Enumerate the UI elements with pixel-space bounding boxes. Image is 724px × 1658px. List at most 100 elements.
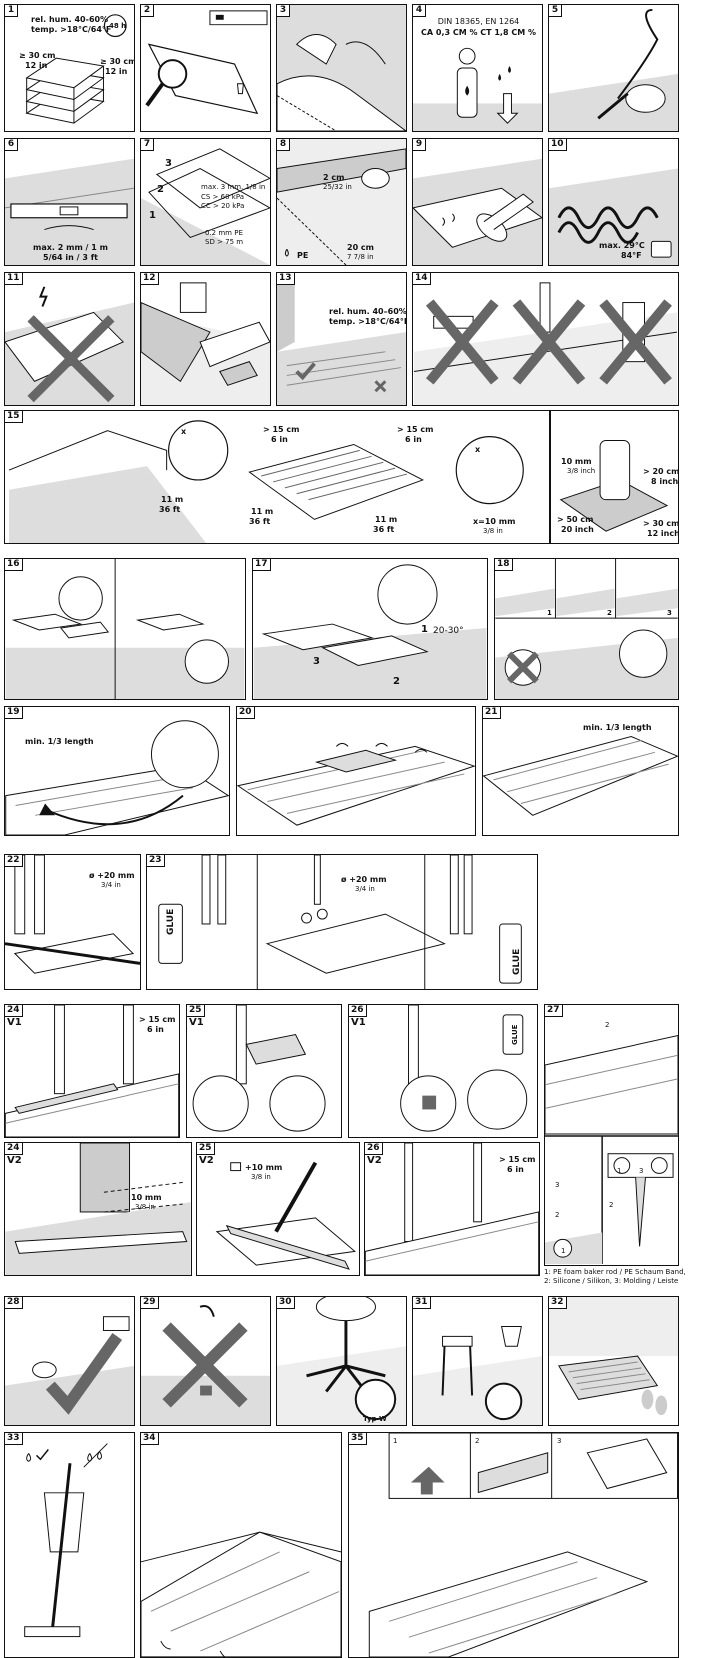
- min-length-label: min. 1/3 length: [25, 737, 94, 746]
- panel-34: 34: [140, 1432, 342, 1658]
- sd-value: SD > 75 m: [205, 238, 243, 247]
- step-number: 26: [364, 1142, 383, 1155]
- pe-foil-tape-illustration: [277, 139, 406, 265]
- trash-icon: [237, 84, 243, 94]
- panel-9: 9: [412, 138, 543, 266]
- humidity-label: rel. hum. 40-60%: [31, 15, 108, 24]
- panel-8: 8 2 cm 25/32 in 20 cm 7 7/8 in PE: [276, 138, 407, 266]
- cutting-plank-illustration: [141, 273, 270, 405]
- doormat-illustration: [549, 1297, 678, 1425]
- stove-gap-30cm: > 30 cm: [643, 519, 679, 528]
- gap-top-2-in: 6 in: [405, 435, 422, 444]
- panel-1: 1 rel. hum. 40-60% temp. >18°C/64°F 48 h…: [4, 4, 135, 132]
- panel-18: 18 1 2 3: [494, 558, 679, 700]
- step-number: 21: [482, 706, 501, 719]
- silicone-joint-illustration: [545, 1005, 678, 1265]
- panel-27: 27 2 3 2 2 1 1 3: [544, 1004, 679, 1266]
- hole-diameter-in: 3/4 in: [101, 881, 121, 890]
- tape-in: 7 7/8 in: [347, 253, 374, 262]
- panel-29: 29: [140, 1296, 271, 1426]
- panel-26-v2: 26 V2 > 15 cm 6 in: [364, 1142, 540, 1276]
- last-plank-illustration: [5, 707, 229, 835]
- step-number: 32: [548, 1296, 567, 1309]
- step-number: 11: [4, 272, 23, 285]
- step-number: 5: [548, 4, 562, 17]
- step-number: 18: [494, 558, 513, 571]
- overlap-cm: 2 cm: [323, 173, 344, 182]
- stove-gap-20cm: > 20 cm: [643, 467, 679, 476]
- flatness-metric: max. 2 mm / 1 m: [5, 243, 135, 252]
- electric-heating-forbidden-illustration: [5, 273, 134, 405]
- step-number: 30: [276, 1296, 295, 1309]
- stove-gap-10mm-in: 3/8 inch: [567, 467, 595, 476]
- sub-1: 1: [547, 609, 552, 618]
- sub-3: 3: [667, 609, 672, 618]
- stove-gap-50cm-in: 20 inch: [561, 525, 594, 534]
- remove-planks-illustration: [141, 1433, 341, 1657]
- moisture-label: CA 0,3 CM % CT 1,8 CM %: [413, 28, 543, 37]
- panel-4: 4 DIN 18365, EN 1264 CA 0,3 CM % CT 1,8 …: [412, 4, 543, 132]
- first-row-illustration: [5, 559, 245, 699]
- stove-gap-50cm: > 50 cm: [557, 515, 593, 524]
- rows-continue-illustration: [237, 707, 475, 835]
- panel-6: 6 max. 2 mm / 1 m 5/64 in / 3 ft: [4, 138, 135, 266]
- variant-label: V1: [351, 1017, 366, 1028]
- length-ft: 36 ft: [373, 525, 394, 534]
- gap-top-1-in: 6 in: [271, 435, 288, 444]
- temperature-label: temp. >18°C/64°F: [31, 25, 111, 34]
- hole-diameter-in: 3/4 in: [355, 885, 375, 894]
- step-number: 27: [544, 1004, 563, 1017]
- step-number: 22: [4, 854, 23, 867]
- step-number: 31: [412, 1296, 431, 1309]
- step-1-label: 1: [421, 625, 428, 634]
- step-number: 17: [252, 558, 271, 571]
- panel-26-v1: 26 V1 GLUE: [348, 1004, 538, 1138]
- step-number: 12: [140, 272, 159, 285]
- clearance-right-in: 12 in: [105, 67, 127, 76]
- room-length-ft: 36 ft: [159, 505, 180, 514]
- trace-threshold-illustration: [5, 1143, 191, 1275]
- step-3-label: 3: [313, 657, 320, 666]
- layer-2: 2: [157, 185, 164, 194]
- temperature-label: temp. >18°C/64°F: [329, 317, 407, 326]
- step-number: 14: [412, 272, 431, 285]
- underlay-thickness: max. 3 mm. 1/8 in: [201, 183, 265, 192]
- callout-2c: 2: [609, 1201, 613, 1210]
- overlap-in: 25/32 in: [323, 183, 352, 192]
- tilt-angle: 20-30°: [433, 627, 464, 636]
- compressive-strength: CS > 60 kPa: [201, 193, 244, 202]
- clearance-left-in: 12 in: [25, 61, 47, 70]
- step-number: 34: [140, 1432, 159, 1445]
- standards-label: DIN 18365, EN 1264: [413, 17, 543, 26]
- panel-31: 31: [412, 1296, 543, 1426]
- step-number: 19: [4, 706, 23, 719]
- step-number: 1: [4, 4, 18, 17]
- width-ft: 36 ft: [249, 517, 270, 526]
- step-number: 10: [548, 138, 567, 151]
- panel-23: 23 ø +20 mm 3/4 in GLUE GLUE: [146, 854, 538, 990]
- sub-2: 2: [475, 1437, 479, 1446]
- panel-12: 12: [140, 272, 271, 406]
- panel-19: 19 min. 1/3 length: [4, 706, 230, 836]
- x-mark: x: [181, 427, 186, 436]
- panel-22: 22 ø +20 mm 3/4 in: [4, 854, 141, 990]
- panel-15: 15 11 m 36 ft > 15 cm 6 in > 15 cm 6 in …: [4, 410, 679, 544]
- pe-foil-thickness: 0.2 mm PE: [205, 229, 243, 238]
- step-number: 7: [140, 138, 154, 151]
- step-number: 3: [276, 4, 290, 17]
- step-number: 16: [4, 558, 23, 571]
- variant-label: V2: [367, 1155, 382, 1166]
- variant-label: V2: [199, 1155, 214, 1166]
- caster-type-label: Typ W: [363, 1415, 387, 1424]
- stove-gap-20cm-in: 8 inch: [651, 477, 678, 486]
- hole-diameter: ø +20 mm: [341, 875, 387, 884]
- vacuum-cleaner-illustration: [549, 5, 678, 131]
- layer-3: 3: [165, 159, 172, 168]
- panel-24-v2: 24 V2 10 mm 3/8 in: [4, 1142, 192, 1276]
- clearance-right-cm: ≥ 30 cm: [100, 57, 135, 66]
- step-number: 13: [276, 272, 295, 285]
- inspect-plank-illustration: [141, 5, 270, 131]
- panel-5: 5: [548, 4, 679, 132]
- panel-14: 14: [412, 272, 679, 406]
- gap-top-1-cm: > 15 cm: [263, 425, 299, 434]
